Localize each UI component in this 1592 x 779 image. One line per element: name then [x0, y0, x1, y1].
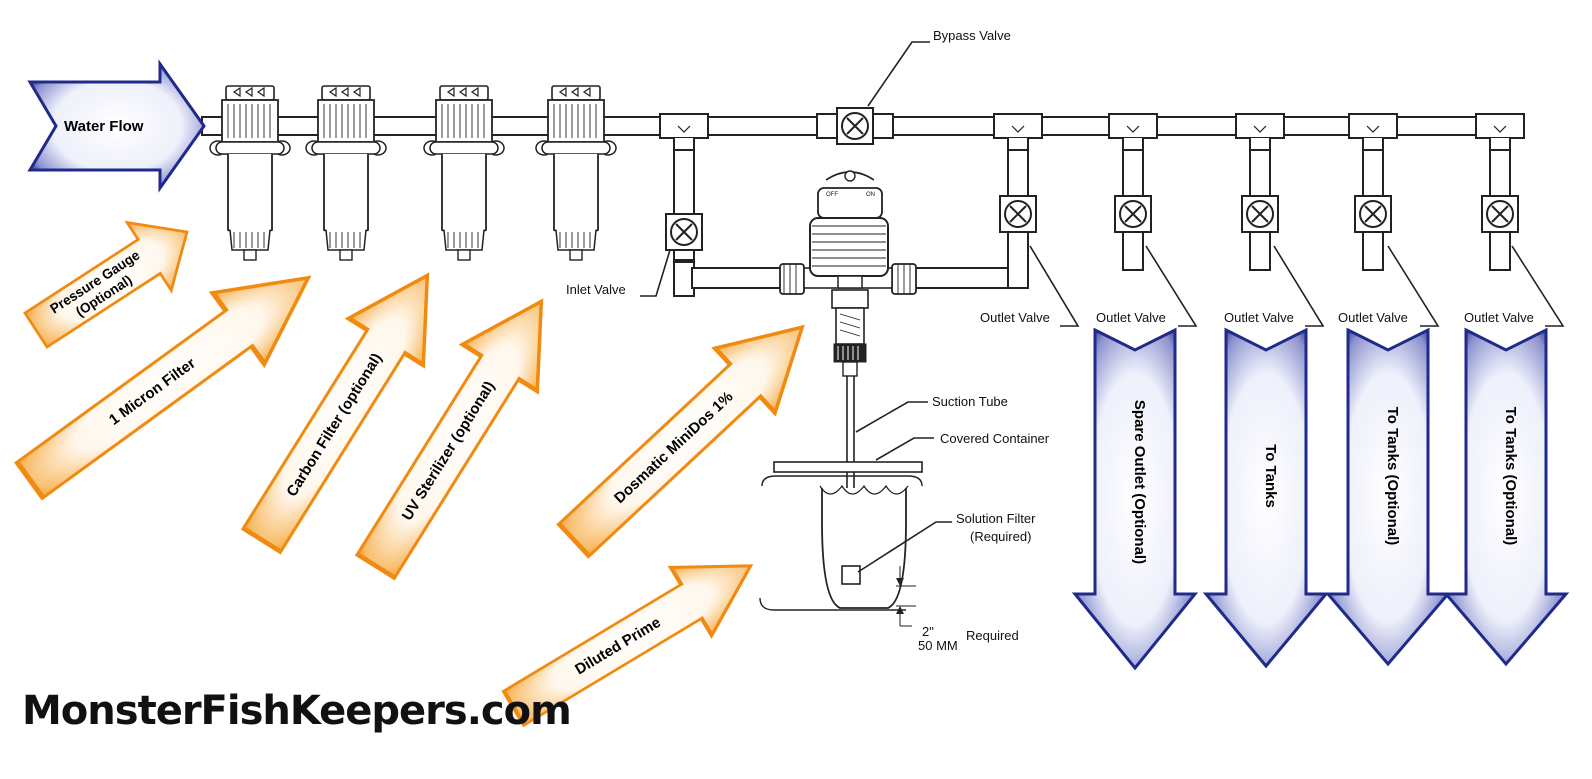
suction-tube-label: Suction Tube: [932, 394, 1008, 409]
covered-container: [759, 461, 923, 611]
arrow-pressure-gauge: Pressure Gauge (Optional): [12, 196, 211, 366]
filter-housing-2: [305, 85, 387, 261]
inlet-valve: [665, 213, 703, 251]
arrow-to-tanks-optional-2: To Tanks (Optional): [1442, 327, 1570, 667]
dosmatic-pump: OFF ON: [779, 170, 917, 377]
arrow-dosmatic: Dosmatic MiniDos 1%: [541, 293, 835, 575]
outlet-tap-1: [1108, 113, 1158, 271]
outlet-valve-label-4: Outlet Valve: [1338, 310, 1408, 325]
arrow-to-tanks: To Tanks: [1202, 327, 1330, 669]
filter-housing-1: [209, 85, 291, 261]
outlet-valve-1: [1114, 195, 1152, 233]
outlet-valve-label-1: Outlet Valve: [980, 310, 1050, 325]
pump-outlet-valve: [999, 195, 1037, 233]
filter-housing-3: [423, 85, 505, 261]
inlet-valve-label: Inlet Valve: [566, 282, 626, 297]
outlet-valve-2: [1241, 195, 1279, 233]
arrow-to-tanks-optional-2-label: To Tanks (Optional): [1502, 407, 1519, 546]
arrow-to-tanks-optional-1: To Tanks (Optional): [1324, 327, 1452, 667]
outlet-valve-4: [1481, 195, 1519, 233]
outlet-valve-label-5: Outlet Valve: [1464, 310, 1534, 325]
dim-50mm-label: 50 MM: [918, 638, 958, 653]
arrow-spare-outlet: Spare Outlet (Optional): [1071, 327, 1199, 671]
arrow-spare-outlet-label: Spare Outlet (Optional): [1131, 400, 1148, 564]
outlet-tap-4: [1475, 113, 1525, 271]
logo: MonsterFishKeepers.com: [22, 688, 572, 734]
leader-lines: [640, 41, 1565, 573]
bypass-valve-label: Bypass Valve: [933, 28, 1011, 43]
solution-filter: [841, 565, 861, 585]
solution-filter-label: Solution Filter: [956, 511, 1036, 526]
arrow-dosmatic-label: Dosmatic MiniDos 1%: [611, 388, 736, 507]
dim-required-label: Required: [966, 628, 1019, 643]
arrow-to-tanks-optional-1-label: To Tanks (Optional): [1384, 407, 1401, 546]
solution-filter-required: (Required): [970, 529, 1031, 544]
logo-text: MonsterFishKeepers.com: [22, 688, 571, 734]
dimension-marker: [896, 566, 916, 627]
bypass-valve: [816, 107, 894, 145]
water-flow-arrow: Water Flow: [27, 59, 206, 193]
outlet-tap-2: [1235, 113, 1285, 271]
dim-2in-label: 2": [922, 624, 934, 639]
outlet-valve-label-3: Outlet Valve: [1224, 310, 1294, 325]
arrow-uv-sterilizer-label: UV Sterilizer (optional): [399, 378, 499, 523]
covered-container-label: Covered Container: [940, 431, 1050, 446]
filter-housing-4: [535, 85, 617, 261]
outlet-valve-label-2: Outlet Valve: [1096, 310, 1166, 325]
arrow-to-tanks-label: To Tanks: [1262, 444, 1279, 508]
outlet-valve-3: [1354, 195, 1392, 233]
pump-off-label: OFF: [826, 192, 838, 198]
arrow-carbon-filter-label: Carbon Filter (optional): [283, 350, 385, 499]
pump-on-label: ON: [866, 192, 875, 198]
outlet-tap-3: [1348, 113, 1398, 271]
water-flow-label: Water Flow: [64, 118, 144, 135]
